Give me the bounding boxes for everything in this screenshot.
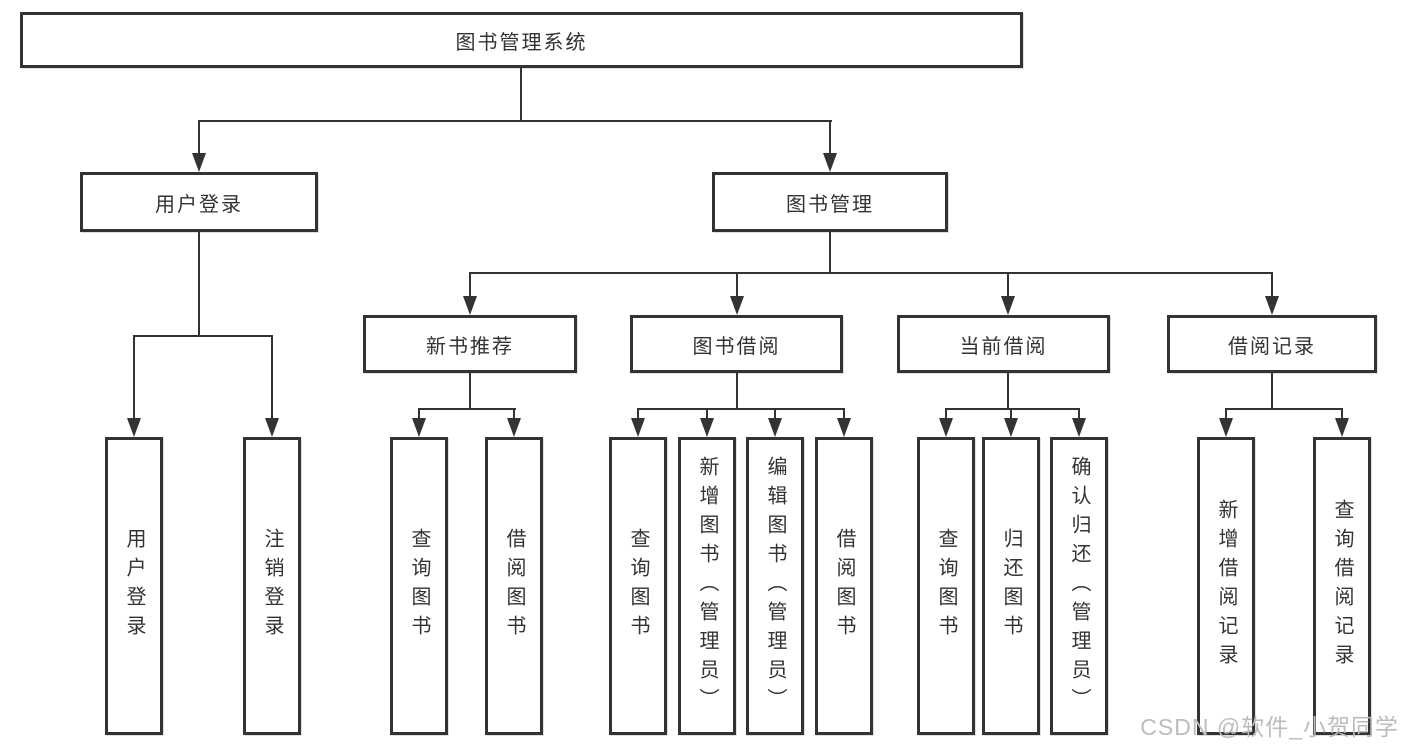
node-book-borrow-label: 图书借阅	[692, 335, 781, 358]
node-current-borrow: 当前借阅	[897, 315, 1110, 373]
leaf-query-books-borrow-label: 查询图书	[627, 528, 649, 644]
arrowhead-down-icon	[1335, 418, 1349, 437]
connector-line	[271, 335, 273, 419]
arrowhead-down-icon	[631, 418, 645, 437]
node-book-borrow: 图书借阅	[630, 315, 843, 373]
node-new-book-recommend-label: 新书推荐	[426, 335, 514, 358]
connector-line	[736, 272, 738, 297]
leaf-user-login: 用户登录	[105, 437, 163, 735]
leaf-borrow-books-label: 借阅图书	[833, 528, 855, 644]
connector-line	[637, 408, 639, 420]
arrowhead-down-icon	[463, 296, 477, 315]
node-root: 图书管理系统	[20, 12, 1023, 68]
connector-line	[133, 335, 273, 337]
leaf-edit-book-admin-label: 编辑图书（管理员）	[764, 455, 786, 717]
leaf-add-book-admin-label: 新增图书（管理员）	[696, 455, 718, 717]
leaf-confirm-return-admin: 确认归还（管理员）	[1050, 437, 1108, 735]
connector-line	[829, 120, 831, 154]
node-root-label: 图书管理系统	[455, 31, 588, 54]
connector-line	[945, 408, 1080, 410]
node-borrow-records-label: 借阅记录	[1228, 335, 1316, 358]
arrowhead-down-icon	[730, 296, 744, 315]
arrowhead-down-icon	[1004, 418, 1018, 437]
leaf-query-books-current: 查询图书	[917, 437, 975, 735]
arrowhead-down-icon	[412, 418, 426, 437]
leaf-return-book-label: 归还图书	[1000, 528, 1022, 644]
leaf-return-book: 归还图书	[982, 437, 1040, 735]
arrowhead-down-icon	[1072, 418, 1086, 437]
arrowhead-down-icon	[823, 153, 837, 172]
node-book-management: 图书管理	[712, 172, 948, 232]
connector-line	[1078, 408, 1080, 420]
connector-line	[637, 408, 845, 410]
connector-line	[843, 408, 845, 420]
connector-line	[1010, 408, 1012, 420]
arrowhead-down-icon	[265, 418, 279, 437]
connector-line	[945, 408, 947, 420]
arrowhead-down-icon	[1219, 418, 1233, 437]
connector-line	[706, 408, 708, 420]
arrowhead-down-icon	[939, 418, 953, 437]
leaf-add-borrow-record-label: 新增借阅记录	[1215, 499, 1237, 673]
arrowhead-down-icon	[700, 418, 714, 437]
node-user-login-label: 用户登录	[155, 193, 243, 216]
connector-line	[418, 408, 420, 420]
arrowhead-down-icon	[507, 418, 521, 437]
leaf-add-borrow-record: 新增借阅记录	[1197, 437, 1255, 735]
node-user-login: 用户登录	[80, 172, 318, 232]
leaf-query-borrow-record-label: 查询借阅记录	[1331, 499, 1353, 673]
arrowhead-down-icon	[1265, 296, 1279, 315]
leaf-user-login-label: 用户登录	[123, 528, 145, 644]
connector-line	[133, 335, 135, 419]
node-book-management-label: 图书管理	[786, 193, 874, 216]
leaf-query-books-borrow: 查询图书	[609, 437, 667, 735]
leaf-query-books-current-label: 查询图书	[935, 528, 957, 644]
connector-line	[1271, 373, 1273, 408]
arrowhead-down-icon	[837, 418, 851, 437]
node-new-book-recommend: 新书推荐	[363, 315, 577, 373]
connector-line	[1225, 408, 1227, 420]
connector-line	[418, 408, 516, 410]
arrowhead-down-icon	[127, 418, 141, 437]
connector-line	[774, 408, 776, 420]
leaf-logout: 注销登录	[243, 437, 301, 735]
connector-line	[1271, 272, 1273, 297]
arrowhead-down-icon	[192, 153, 206, 172]
leaf-borrow-books-recommend-label: 借阅图书	[503, 528, 525, 644]
leaf-query-books-recommend: 查询图书	[390, 437, 448, 735]
leaf-logout-label: 注销登录	[261, 528, 283, 644]
connector-line	[198, 232, 200, 335]
connector-line	[520, 68, 522, 120]
arrowhead-down-icon	[1001, 296, 1015, 315]
leaf-confirm-return-admin-label: 确认归还（管理员）	[1068, 455, 1090, 717]
connector-line	[469, 272, 471, 297]
node-current-borrow-label: 当前借阅	[959, 335, 1048, 358]
connector-line	[829, 232, 831, 272]
arrowhead-down-icon	[768, 418, 782, 437]
connector-line	[469, 272, 1273, 274]
connector-line	[1007, 272, 1009, 297]
connector-line	[736, 373, 738, 408]
leaf-query-books-recommend-label: 查询图书	[408, 528, 430, 644]
connector-line	[198, 120, 832, 122]
leaf-add-book-admin: 新增图书（管理员）	[678, 437, 736, 735]
node-borrow-records: 借阅记录	[1167, 315, 1377, 373]
leaf-query-borrow-record: 查询借阅记录	[1313, 437, 1371, 735]
leaf-borrow-books-recommend: 借阅图书	[485, 437, 543, 735]
leaf-borrow-books: 借阅图书	[815, 437, 873, 735]
connector-line	[198, 120, 200, 154]
connector-line	[513, 408, 515, 420]
connector-line	[469, 373, 471, 408]
leaf-edit-book-admin: 编辑图书（管理员）	[746, 437, 804, 735]
connector-line	[1007, 373, 1009, 408]
connector-line	[1225, 408, 1343, 410]
connector-line	[1341, 408, 1343, 420]
